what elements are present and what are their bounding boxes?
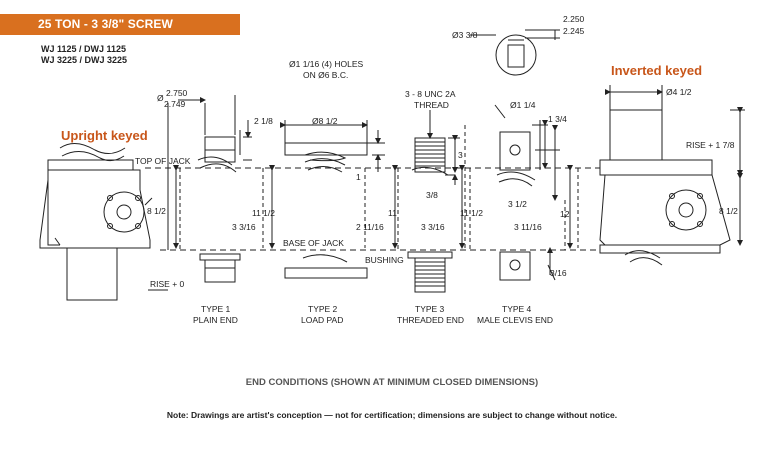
- type2-load-pad-drawing: [284, 142, 368, 279]
- type3-threaded-end-drawing: [407, 137, 453, 293]
- dim-1-3-4: 1 3/4: [548, 114, 567, 124]
- dim-3-1-2: 3 1/2: [508, 199, 527, 209]
- dim-3-11-16: 3 11/16: [514, 222, 542, 232]
- dim-3: 3: [458, 150, 463, 160]
- end-conditions-caption: END CONDITIONS (SHOWN AT MINIMUM CLOSED …: [245, 377, 539, 388]
- disclaimer-note: Note: Drawings are artist's conception —…: [166, 410, 618, 420]
- dim-3-3-16-b: 3 3/16: [421, 222, 445, 232]
- type1-line1: TYPE 1: [201, 304, 231, 314]
- dim-dia-8-1-2: Ø8 1/2: [312, 116, 338, 126]
- header-title: 25 TON - 3 3/8" SCREW: [38, 17, 173, 31]
- inverted-keyed-label: Inverted keyed: [611, 63, 703, 78]
- dim-2-1-8: 2 1/8: [254, 116, 273, 126]
- model-line-2: WJ 3225 / DWJ 3225: [41, 55, 128, 65]
- dim-11: 11: [388, 208, 397, 218]
- dim-8-1-2-right: 8 1/2: [719, 206, 738, 216]
- dim-dia-symbol: Ø: [157, 93, 164, 103]
- rise-zero-label: RISE + 0: [150, 279, 185, 289]
- type1-line2: PLAIN END: [193, 315, 238, 325]
- dim-1: 1: [356, 172, 361, 182]
- dim-2250: 2.250: [563, 14, 585, 24]
- type1-plain-end-drawing: [197, 136, 241, 283]
- dim-11-1-2-a: 11 1/2: [252, 208, 275, 218]
- inverted-jack-drawing: [599, 109, 731, 266]
- dim-2245: 2.245: [563, 26, 585, 36]
- thread-line-2: THREAD: [414, 100, 449, 110]
- dim-dia-3-3-8: Ø3 3/8: [452, 30, 478, 40]
- model-line-1: WJ 1125 / DWJ 1125: [41, 44, 127, 54]
- dim-2750: 2.750: [166, 88, 188, 98]
- type4-male-clevis-end-drawing: [494, 104, 536, 281]
- type4-line2: MALE CLEVIS END: [477, 315, 553, 325]
- dim-3-3-16-a: 3 3/16: [232, 222, 256, 232]
- key-section-view: [495, 34, 537, 76]
- dim-8-1-2-left: 8 1/2: [147, 206, 166, 216]
- type2-line1: TYPE 2: [308, 304, 338, 314]
- dim-dia-4-1-2: Ø4 1/2: [666, 87, 692, 97]
- rise-inverted-label: RISE + 1 7/8: [686, 140, 735, 150]
- holes-line-1: Ø1 1/16 (4) HOLES: [289, 59, 364, 69]
- dim-11-1-2-b: 11 1/2: [460, 208, 483, 218]
- type3-line1: TYPE 3: [415, 304, 445, 314]
- type2-line2: LOAD PAD: [301, 315, 343, 325]
- upright-jack-drawing: [39, 143, 153, 301]
- model-list: WJ 1125 / DWJ 1125 WJ 3225 / DWJ 3225: [41, 44, 127, 66]
- bushing-label: BUSHING: [365, 255, 404, 265]
- dim-2749: 2.749: [164, 99, 186, 109]
- header-banner: 25 TON - 3 3/8" SCREW: [0, 14, 240, 35]
- holes-line-2: ON Ø6 B.C.: [303, 70, 348, 80]
- dim-2-11-16: 2 11/16: [356, 222, 384, 232]
- dim-dia-1-1-4: Ø1 1/4: [510, 100, 536, 110]
- base-of-jack-label: BASE OF JACK: [283, 238, 344, 248]
- upright-keyed-label: Upright keyed: [61, 128, 148, 143]
- thread-line-1: 3 - 8 UNC 2A: [405, 89, 456, 99]
- dim-12: 12: [560, 209, 570, 219]
- dim-3-16: 3/16: [550, 268, 567, 278]
- top-of-jack-label: TOP OF JACK: [135, 156, 191, 166]
- type3-line2: THREADED END: [397, 315, 464, 325]
- type4-line1: TYPE 4: [502, 304, 532, 314]
- dim-3-8: 3/8: [426, 190, 438, 200]
